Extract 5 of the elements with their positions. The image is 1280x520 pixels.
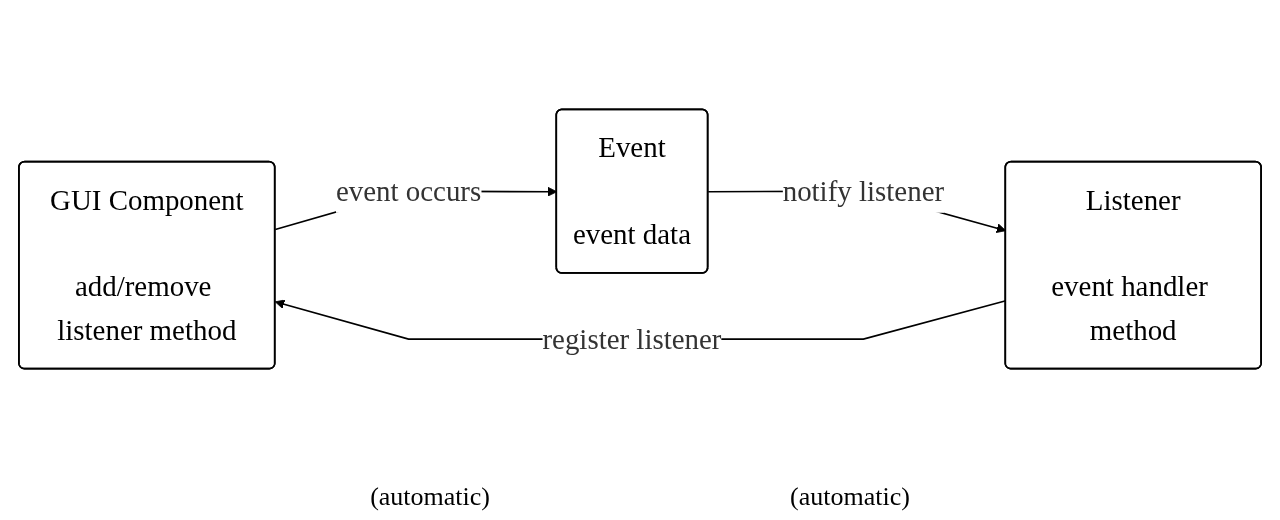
- note-text: (automatic): [370, 482, 490, 512]
- note-text: (automatic): [790, 482, 910, 512]
- edge-label: event occurs: [335, 175, 482, 208]
- edge-label: register listener: [542, 322, 722, 356]
- edge-label: notify listener: [782, 175, 945, 208]
